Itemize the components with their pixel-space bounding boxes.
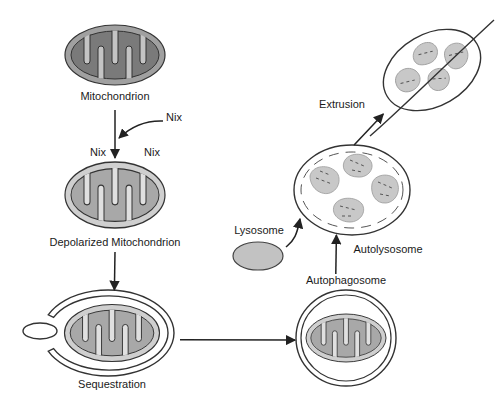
stage-node: Mitochondrion [55,24,175,110]
protein-label: Nix [78,146,118,159]
flow-arrow [286,219,300,247]
flow-arrow [114,110,116,158]
stage-label: Mitochondrion [45,90,185,103]
stage-label: Autophagosome [291,274,401,287]
flow-arrow [180,339,295,341]
stage-label: Extrusion [302,98,382,111]
stage-label: Autolysosome [338,243,438,256]
stage-node: Lysosome [232,224,286,270]
stage-node: Sequestration [20,290,180,396]
phagophore [23,290,174,376]
autophagosome-drawing [296,290,396,386]
sequestered-mitochondrion [65,305,160,362]
mitochondrion-drawing [65,25,165,85]
nix-arrow [119,121,163,138]
stage-label: Sequestration [52,378,172,391]
depolarized-mitochondrion-drawing [65,162,165,228]
stage-node: Autophagosome [295,274,397,390]
lysosome-drawing [233,242,283,270]
protein-label: Nix [132,146,172,159]
extrusion-vesicle [369,13,495,127]
autolysosome-drawing [294,145,410,235]
flow-arrow [354,114,383,145]
flow-arrow [335,235,337,274]
stage-node: Depolarized Mitochondrion [45,158,185,252]
stage-label: Lysosome [219,224,299,237]
stage-node: Extrusion [378,22,484,114]
flow-arrow [114,252,116,290]
engulfed-mitochondrion [306,314,386,362]
protein-label: Nix [154,111,194,124]
stage-node: Autolysosome [300,145,404,235]
plasma-membrane [370,20,494,136]
stage-label: Depolarized Mitochondrion [30,236,200,249]
